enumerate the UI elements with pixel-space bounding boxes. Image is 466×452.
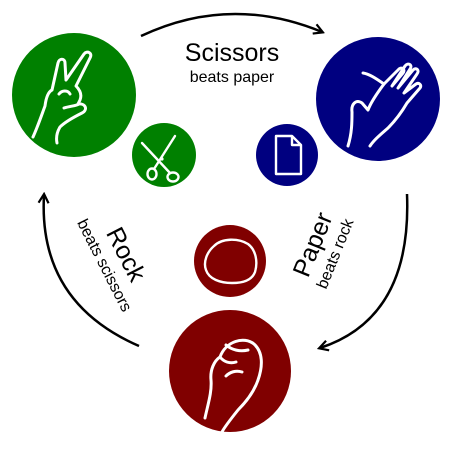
paper-label: Paper beats rock <box>288 209 358 292</box>
scissors-subtitle: beats paper <box>190 69 275 86</box>
open-hand-icon <box>346 62 423 148</box>
arrow-rock-to-scissors <box>44 195 140 348</box>
rock-hand-node <box>169 310 291 434</box>
scissors-object-node <box>132 123 196 187</box>
scissors-title: Scissors <box>185 39 279 67</box>
rock-icon <box>203 238 258 285</box>
scissors-hand-node <box>12 33 136 157</box>
paper-sheet-icon <box>274 134 303 176</box>
fist-icon <box>203 338 263 434</box>
paper-object-node <box>256 124 318 186</box>
arrow-paper-to-rock <box>320 193 409 348</box>
scissors-label: Scissors beats paper <box>185 39 279 86</box>
rock-label: Rock beats scissors <box>73 217 151 315</box>
arrow-scissors-to-paper <box>140 12 322 38</box>
peace-sign-hand-icon <box>31 50 93 145</box>
rock-object-node <box>194 225 266 297</box>
paper-hand-node <box>316 37 440 161</box>
scissors-icon <box>140 134 180 183</box>
